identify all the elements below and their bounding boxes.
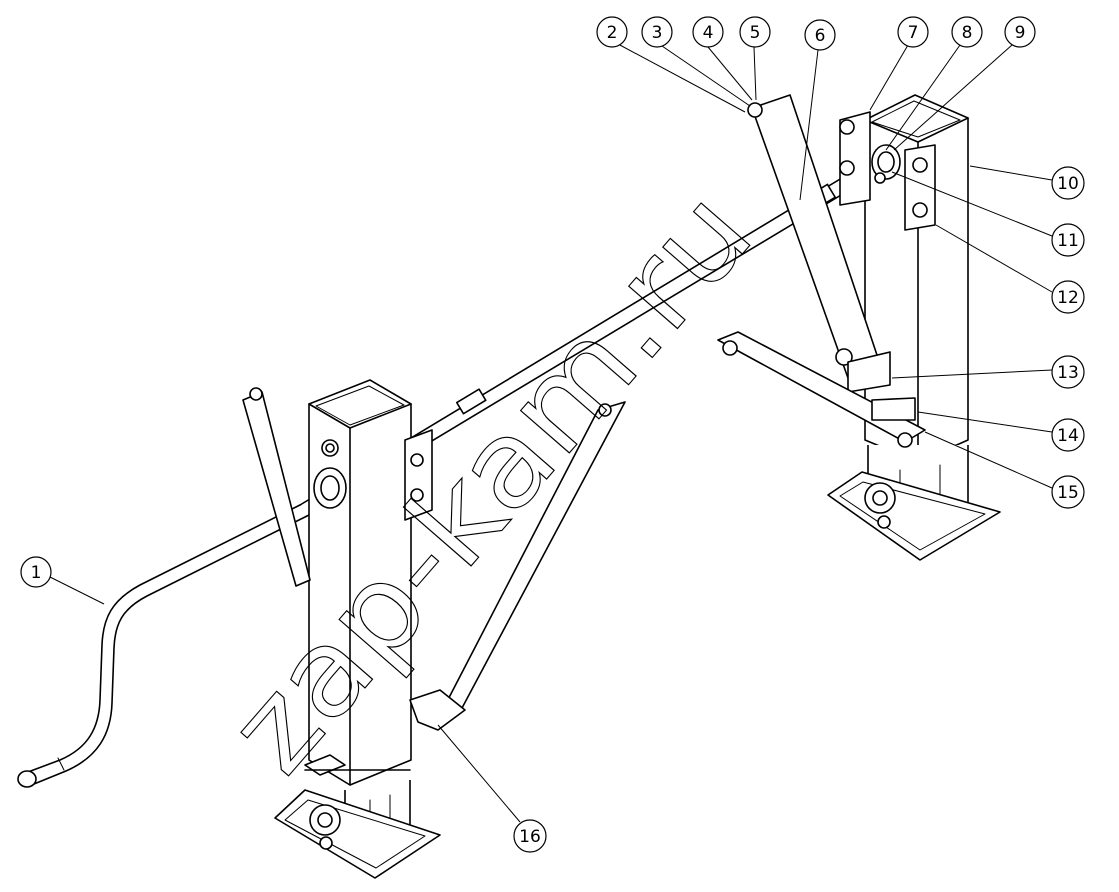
callouts: 1 2 3 4 5 6 7 8 9 10	[20, 16, 1085, 853]
crank-handle	[17, 504, 308, 788]
callout-4	[692, 16, 724, 48]
callout-label-15: 15	[1057, 483, 1079, 503]
callout-15	[1051, 475, 1085, 509]
right-upper-brace	[747, 94, 891, 393]
callout-label-5: 5	[750, 23, 761, 43]
callout-3	[641, 16, 673, 48]
right-leg	[827, 94, 1001, 561]
long-brace	[409, 401, 626, 731]
left-brace	[242, 387, 311, 587]
callout-label-13: 13	[1057, 363, 1079, 383]
callout-5	[739, 16, 771, 48]
callout-label-3: 3	[652, 23, 663, 43]
callout-label-1: 1	[31, 563, 42, 583]
callout-9	[1004, 16, 1036, 48]
callout-label-8: 8	[962, 23, 973, 43]
callout-16	[513, 819, 547, 853]
callout-11	[1051, 223, 1085, 257]
callout-label-11: 11	[1057, 231, 1079, 251]
callout-label-4: 4	[703, 23, 714, 43]
callout-6	[804, 19, 836, 51]
callout-label-14: 14	[1057, 426, 1079, 446]
callout-1	[20, 556, 52, 588]
callout-label-12: 12	[1057, 288, 1079, 308]
callout-label-7: 7	[908, 23, 919, 43]
left-leg	[274, 379, 441, 879]
callout-13	[1051, 355, 1085, 389]
callout-7	[897, 16, 929, 48]
callout-10	[1051, 166, 1085, 200]
callout-label-16: 16	[519, 827, 541, 847]
callout-label-9: 9	[1015, 23, 1026, 43]
callout-2	[596, 16, 628, 48]
callout-14	[1051, 418, 1085, 452]
callout-12	[1051, 280, 1085, 314]
callout-label-6: 6	[815, 26, 826, 46]
callout-8	[951, 16, 983, 48]
callout-label-2: 2	[607, 23, 618, 43]
right-lower-brace	[717, 331, 926, 448]
callout-label-10: 10	[1057, 174, 1079, 194]
watermark: zap-kam.ru	[202, 164, 779, 798]
